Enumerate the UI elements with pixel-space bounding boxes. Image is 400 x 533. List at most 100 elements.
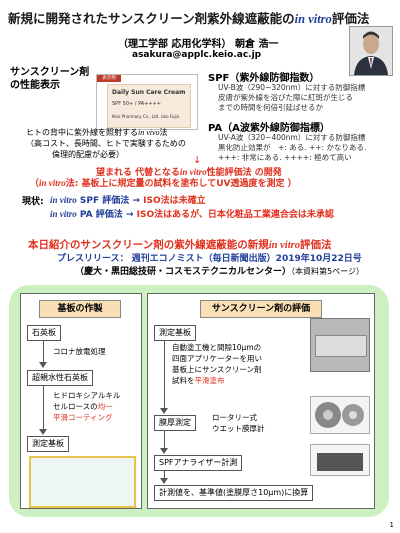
current-spf-method: SPF 評価法 bbox=[79, 196, 130, 206]
author-affiliation: （理工学部 応用化学科） 朝倉 浩一 bbox=[118, 39, 279, 50]
substrate-header: 基板の作製 bbox=[39, 300, 121, 318]
down-arrow-icon: ↓ bbox=[193, 155, 202, 166]
hydrophilic-plate-step: 超親水性石英板 bbox=[27, 370, 93, 386]
wanted-detail-italic: in vitro bbox=[39, 178, 66, 188]
sunscreen-heading-line2: の性能表示 bbox=[10, 80, 60, 91]
quartz-plate-step: 石英板 bbox=[27, 325, 61, 341]
gauge-line2: ウエット膜厚計 bbox=[212, 424, 265, 433]
product-name: Daily Sun Care Cream bbox=[112, 89, 186, 96]
right-arrow-icon: → bbox=[125, 210, 134, 220]
intro-text-b: 評価法 bbox=[299, 239, 332, 251]
flow-line bbox=[164, 431, 165, 449]
film-thickness-step: 膜厚測定 bbox=[154, 415, 196, 431]
wet-gauge-note: ロータリー式 ウエット膜厚計 bbox=[212, 412, 265, 434]
procedure-line2: 四面アプリケーターを用い bbox=[172, 354, 262, 363]
invivo-text-b: 法 bbox=[159, 128, 168, 137]
pa-text1: UV-A波（320~400nm）に対する防御指標 bbox=[218, 133, 366, 142]
author-email: asakura@applc.keio.ac.jp bbox=[132, 50, 262, 60]
current-pa-italic: in vitro bbox=[50, 209, 77, 219]
thickness-gauge-image bbox=[310, 396, 370, 434]
procedure-highlight: 平滑塗布 bbox=[194, 376, 225, 385]
current-spf-italic: in vitro bbox=[50, 195, 77, 205]
wanted-text-b: 性能評価法 の開発 bbox=[206, 168, 282, 178]
spf-heading: SPF（紫外線防御指数） bbox=[208, 73, 320, 84]
pa-text2: 黒化防止効果が +: ある. ++: かなりある. bbox=[218, 143, 367, 152]
current-spf-status: in vitro SPF 評価法 → ISO法は未確立 bbox=[50, 193, 206, 206]
flow-line bbox=[43, 386, 44, 430]
spf-analyzer-image bbox=[310, 444, 370, 476]
flow-arrow-icon bbox=[39, 429, 47, 435]
flow-arrow-icon bbox=[160, 408, 168, 414]
page-title: 新規に開発されたサンスクリーン剤紫外線遮蔽能のin vitro評価法 bbox=[8, 8, 400, 27]
invivo-description: ヒトの背中に紫外線を照射するin vivo法 （高コスト、長時間、ヒトで実験する… bbox=[26, 127, 196, 160]
wanted-text-a: 望まれる 代替となる bbox=[96, 168, 180, 178]
press-note: （本資料第5ページ） bbox=[291, 267, 364, 276]
flow-arrow-icon bbox=[160, 478, 168, 484]
product-label: Daily Sun Care Cream SPF 50+ / PA++++ Ke… bbox=[107, 84, 191, 128]
current-pa-result: ISO法はあるが、日本化粧品工業連合会は未承認 bbox=[136, 210, 334, 220]
product-label-example: 表示例 Daily Sun Care Cream SPF 50+ / PA+++… bbox=[96, 74, 198, 130]
flow-arrow-icon bbox=[39, 362, 47, 368]
press-release: プレスリリース： 週刊エコノミスト（毎日新聞出版）2019年10月22日号 bbox=[57, 254, 362, 264]
spf-text: UV-B波（290~320nm）に対する防御指標 皮膚が紫外線を浴びた際に紅斑が… bbox=[218, 83, 396, 113]
wanted-detail-b: 法: 基板上に規定量の試料を塗布してUV透過度を測定 ） bbox=[65, 179, 297, 189]
coating-note-line3: 平滑コーティング bbox=[53, 413, 113, 422]
press-release-orgs: （慶大・黒田総技研・コスモステクニカルセンター）（本資料第5ページ） bbox=[75, 264, 364, 277]
intro-italic: in vitro bbox=[268, 240, 300, 251]
flow-line bbox=[164, 341, 165, 409]
procedure-line1: 自動塗工機と間隙10μmの bbox=[172, 343, 262, 352]
procedure-line4: 試料を bbox=[172, 376, 195, 385]
flow-line bbox=[43, 341, 44, 363]
substrate-box: 基板の作製 石英板 コロナ放電処理 超親水性石英板 ヒドロキシアルキル セルロー… bbox=[20, 293, 142, 509]
wanted-italic: in vitro bbox=[179, 167, 207, 177]
sunscreen-heading-line1: サンスクリーン剤 bbox=[10, 67, 90, 78]
title-suffix: 評価法 bbox=[331, 11, 370, 26]
coating-note-highlight: 均一 bbox=[97, 402, 113, 411]
wanted-method-detail: （in vitro法: 基板上に規定量の試料を塗布してUV透過度を測定 ） bbox=[30, 176, 297, 189]
flow-line bbox=[164, 471, 165, 479]
coating-note-line2: セルロースの bbox=[53, 402, 98, 411]
coating-note-line1: ヒドロキシアルキル bbox=[53, 391, 121, 400]
spf-text2: 皮膚が紫外線を浴びた際に紅斑が生じる bbox=[218, 93, 353, 102]
current-spf-result: ISO法は未確立 bbox=[143, 196, 206, 206]
procedure-line3: 基板上にサンスクリーン剤 bbox=[172, 365, 262, 374]
press-orgs: （慶大・黒田総技研・コスモステクニカルセンター） bbox=[75, 267, 292, 277]
coating-procedure-note: 自動塗工機と間隙10μmの 四面アプリケーターを用い 基板上にサンスクリーン剤 … bbox=[172, 342, 262, 386]
current-status-label: 現状: bbox=[22, 197, 44, 207]
title-text: 新規に開発されたサンスクリーン剤紫外線遮蔽能の bbox=[8, 11, 295, 26]
gauge-line1: ロータリー式 bbox=[212, 413, 257, 422]
title-italic: in vitro bbox=[294, 12, 332, 26]
current-pa-method: PA 評価法 bbox=[79, 210, 123, 220]
measurement-substrate-step: 測定基板 bbox=[27, 436, 69, 452]
invivo-italic: in vivo bbox=[138, 128, 160, 137]
pa-text: UV-A波（320~400nm）に対する防御指標 黒化防止効果が +: ある. … bbox=[218, 133, 396, 163]
invivo-text-a: ヒトの背中に紫外線を照射する bbox=[26, 128, 138, 137]
wanted-detail-a: （ bbox=[30, 179, 40, 189]
product-spf: SPF 50+ / PA++++ bbox=[112, 101, 161, 107]
card-tag: 表示例 bbox=[97, 75, 121, 82]
current-pa-status: in vitro PA 評価法 → ISO法はあるが、日本化粧品工業連合会は未承… bbox=[50, 207, 334, 220]
flow-arrow-icon bbox=[160, 448, 168, 454]
intro-text-a: 本日紹介のサンスクリーン剤の紫外線遮蔽能の新規 bbox=[28, 239, 269, 251]
intro-heading: 本日紹介のサンスクリーン剤の紫外線遮蔽能の新規in vitro評価法 bbox=[28, 237, 331, 252]
spf-text3: までの時間を何倍引延ばせるか bbox=[218, 103, 323, 112]
substrate-image bbox=[29, 456, 136, 508]
spf-analyzer-step: SPFアナライザー計測 bbox=[154, 455, 243, 471]
wanted-method: 望まれる 代替となるin vitro性能評価法 の開発 bbox=[96, 165, 282, 178]
invivo-line2: （高コスト、長時間、ヒトで実験するための bbox=[26, 139, 186, 148]
corona-note: コロナ放電処理 bbox=[53, 347, 106, 356]
conversion-step: 計測値を、基準値(塗膜厚さ10μm)に換算 bbox=[154, 485, 314, 501]
invivo-line1: ヒトの背中に紫外線を照射するin vivo法 bbox=[26, 127, 196, 138]
product-brand: Keio Pharmacy Co., Ltd. Uoo Fujio bbox=[112, 114, 180, 119]
sunscreen-heading: サンスクリーン剤 の性能表示 bbox=[10, 66, 100, 92]
pa-text3: +++: 非常にある. ++++: 極めて高い bbox=[218, 153, 352, 162]
pa-heading: PA（A波紫外線防御指標） bbox=[208, 123, 330, 134]
invivo-line3: 倫理的配慮が必要） bbox=[52, 150, 124, 159]
author-photo bbox=[349, 26, 393, 76]
eval-substrate-step: 測定基板 bbox=[154, 325, 196, 341]
spf-text1: UV-B波（290~320nm）に対する防御指標 bbox=[218, 83, 366, 92]
evaluation-header: サンスクリーン剤の評価 bbox=[200, 300, 322, 318]
coating-note: ヒドロキシアルキル セルロースの均一 平滑コーティング bbox=[53, 390, 120, 423]
page-number: 1 bbox=[389, 521, 394, 529]
right-arrow-icon: → bbox=[132, 196, 140, 206]
